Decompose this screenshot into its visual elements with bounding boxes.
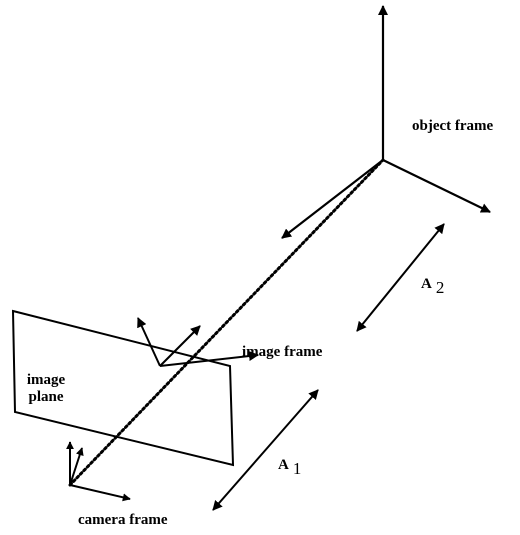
a1-subscript: 1 [292, 459, 302, 478]
image-frame-axes [137, 317, 259, 367]
image-plane-label-line1: image [26, 372, 66, 388]
a1-distance-arrow [212, 389, 319, 511]
image-frame-label: image frame [242, 344, 323, 360]
object-frame-axes [281, 5, 491, 239]
camera-frame-label: camera frame [78, 512, 168, 528]
object-frame-x-axis [382, 159, 491, 213]
a1-symbol: A [278, 457, 289, 473]
object-frame-label: object frame [412, 118, 494, 134]
image-frame-axis-out [159, 325, 201, 367]
a2-distance-arrow [356, 223, 445, 332]
a2-symbol: A [421, 276, 432, 292]
image-plane-label: image plane [20, 372, 72, 406]
camera-frame-axis-diagonal [69, 447, 84, 486]
a2-subscript: 2 [435, 278, 445, 297]
image-frame-axis-up [137, 317, 161, 367]
image-plane-label-line2: plane [28, 389, 64, 405]
image-frame-axis-right [159, 351, 259, 367]
camera-frame-axes [66, 441, 131, 502]
line-of-sight-dotted [68, 158, 385, 487]
object-frame-y-axis [281, 159, 384, 239]
camera-frame-axis-right [69, 484, 131, 502]
